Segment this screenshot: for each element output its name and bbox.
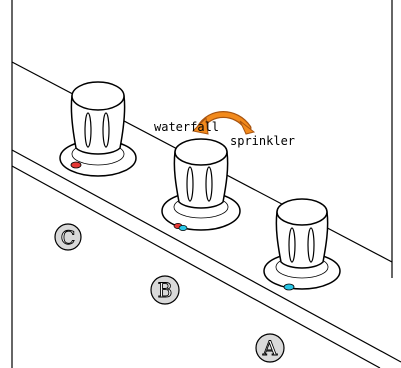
callout-b-label: B	[158, 278, 173, 302]
callout-c-label: C	[61, 227, 76, 249]
knob-middle[interactable]	[161, 138, 241, 231]
diverter-arrow-head-right	[239, 120, 256, 135]
callout-a-label: A	[262, 336, 278, 360]
knob-left-cap	[71, 81, 125, 111]
knob-middle-cap	[174, 138, 228, 166]
knob-right[interactable]	[263, 198, 341, 291]
diverter-arrow-icon	[191, 111, 256, 135]
knob-middle-groove-1	[186, 166, 194, 202]
panel-front-edge-upper	[11, 149, 401, 363]
knob-middle-groove-2	[205, 166, 213, 202]
knob-left[interactable]	[59, 81, 137, 177]
knob-right-cap	[276, 198, 328, 226]
knob-right-groove-2	[307, 227, 315, 263]
knob-right-groove-1	[288, 227, 296, 263]
callout-a-circle	[255, 333, 285, 363]
callout-b: B	[150, 275, 180, 305]
diverter-arrow-head-left	[191, 116, 209, 135]
callout-c-circle	[54, 223, 82, 251]
knob-left-groove-1	[84, 112, 92, 148]
waterfall-label: waterfall	[154, 120, 219, 134]
knob-left-body	[70, 95, 126, 155]
callout-a: A	[255, 333, 285, 363]
hot-indicator-dot	[70, 161, 82, 169]
panel-front-edge-lower	[11, 165, 381, 368]
callout-b-circle	[150, 275, 180, 305]
sprinkler-label: sprinkler	[230, 134, 295, 148]
knob-left-groove-2	[102, 112, 110, 148]
mixed-indicator-dot-cyan	[178, 225, 188, 231]
cold-indicator-dot	[283, 283, 295, 291]
callout-c: C	[54, 223, 82, 251]
